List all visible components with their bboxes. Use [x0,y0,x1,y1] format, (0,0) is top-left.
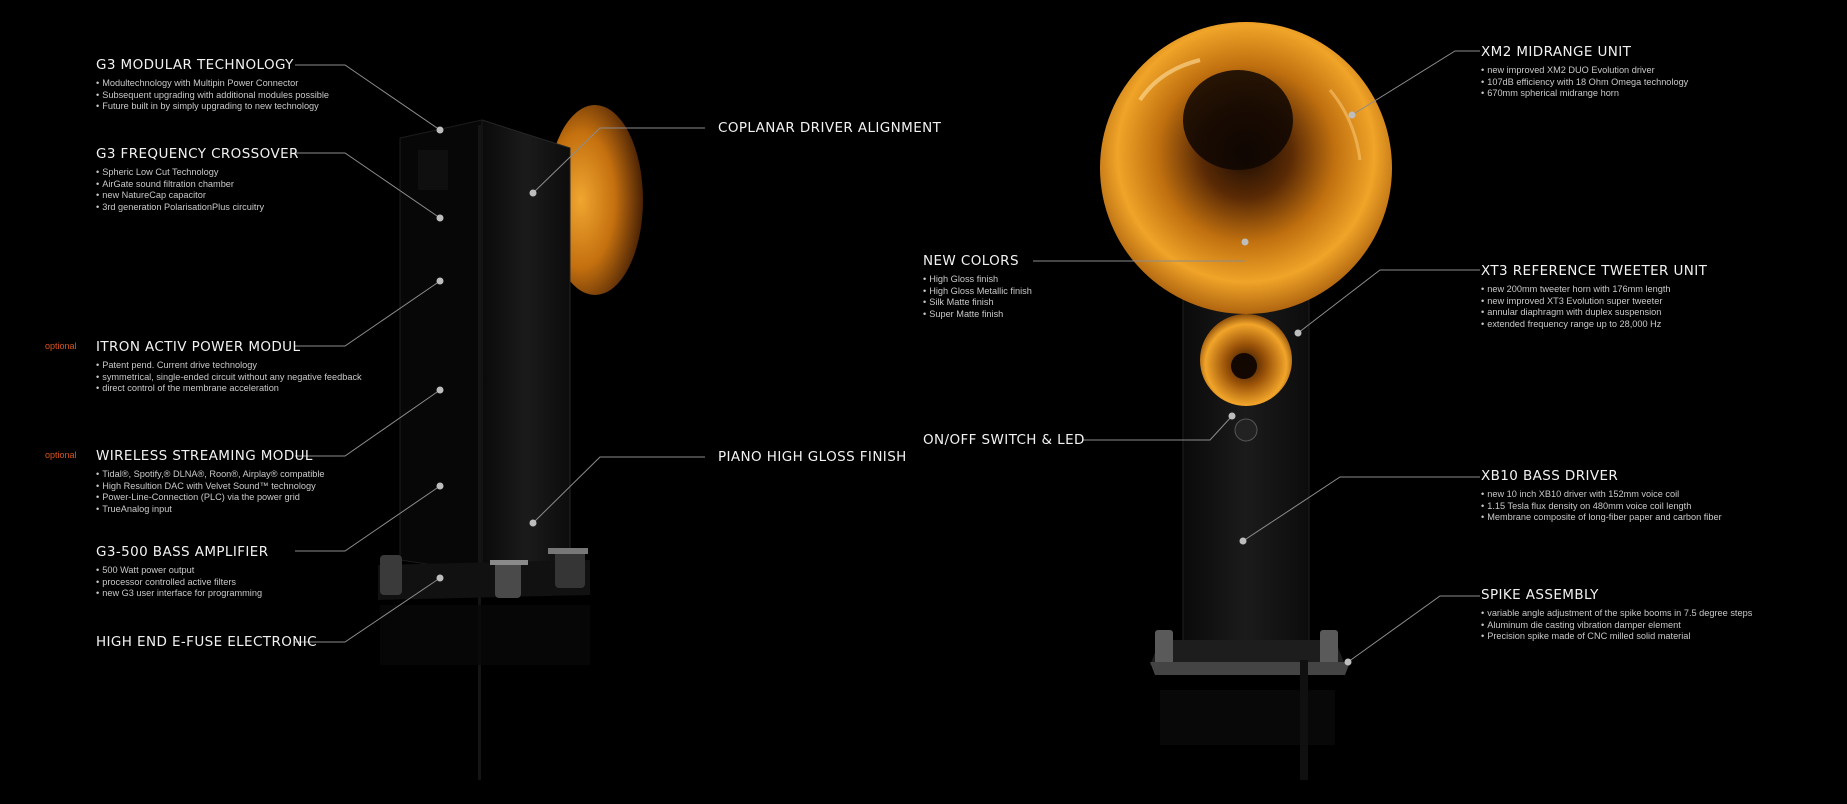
bullet: High Gloss finish [923,274,1032,286]
feature-new-colors: NEW COLORS High Gloss finish High Gloss … [923,253,1032,320]
feature-g3-crossover: G3 FREQUENCY CROSSOVER Spheric Low Cut T… [96,146,299,213]
bullet: 670mm spherical midrange horn [1481,88,1688,100]
feature-title: G3 FREQUENCY CROSSOVER [96,146,299,162]
bullet: Spheric Low Cut Technology [96,167,299,179]
bullet: 500 Watt power output [96,565,269,577]
feature-bullets: new 10 inch XB10 driver with 152mm voice… [1481,489,1722,524]
feature-title: G3 MODULAR TECHNOLOGY [96,57,294,73]
feature-coplanar: COPLANAR DRIVER ALIGNMENT [718,120,941,136]
bullet: Aluminum die casting vibration damper el… [1481,620,1752,632]
bullet: TrueAnalog input [96,504,325,516]
bullet: 1.15 Tesla flux density on 480mm voice c… [1481,501,1722,513]
bullet: 107dB efficiency with 18 Ohm Omega techn… [1481,77,1688,89]
bullet: Patent pend. Current drive technology [96,360,362,372]
feature-title: COPLANAR DRIVER ALIGNMENT [718,120,942,136]
feature-title: G3-500 BASS AMPLIFIER [96,544,269,560]
bullet: new 200mm tweeter horn with 176mm length [1481,284,1707,296]
feature-xt3-tweeter: XT3 REFERENCE TWEETER UNIT new 200mm twe… [1481,263,1707,330]
optional-tag: optional [45,341,77,351]
bullet: new G3 user interface for programming [96,588,269,600]
bullet: 3rd generation PolarisationPlus circuitr… [96,202,299,214]
feature-e-fuse: HIGH END E-FUSE ELECTRONIC [96,634,317,650]
bullet: new improved XM2 DUO Evolution driver [1481,65,1688,77]
feature-bullets: High Gloss finish High Gloss Metallic fi… [923,274,1032,320]
feature-title: XT3 REFERENCE TWEETER UNIT [1481,263,1708,279]
bullet: Modultechnology with Multipin Power Conn… [96,78,329,90]
bullet: direct control of the membrane accelerat… [96,383,362,395]
bullet: High Resultion DAC with Velvet Sound™ te… [96,481,325,493]
bullet: Precision spike made of CNC milled solid… [1481,631,1752,643]
callout-lines [295,50,1480,663]
feature-g3-modular: G3 MODULAR TECHNOLOGY Modultechnology wi… [96,57,329,113]
right-speaker [1100,22,1392,780]
bullet: Power-Line-Connection (PLC) via the powe… [96,492,325,504]
bullet: Silk Matte finish [923,297,1032,309]
bullet: variable angle adjustment of the spike b… [1481,608,1752,620]
feature-title: XB10 BASS DRIVER [1481,468,1619,484]
left-speaker-horn [547,105,643,295]
bullet: new improved XT3 Evolution super tweeter [1481,296,1707,308]
feature-title: ITRON ACTIV POWER MODUL [96,339,301,355]
feature-bass-amplifier: G3-500 BASS AMPLIFIER 500 Watt power out… [96,544,269,600]
feature-bullets: Patent pend. Current drive technology sy… [96,360,362,395]
bullet: new NatureCap capacitor [96,190,299,202]
feature-spike-assembly: SPIKE ASSEMBLY variable angle adjustment… [1481,587,1752,643]
feature-bullets: variable angle adjustment of the spike b… [1481,608,1752,643]
feature-title: NEW COLORS [923,253,1019,269]
feature-bullets: Modultechnology with Multipin Power Conn… [96,78,329,113]
feature-title: SPIKE ASSEMBLY [1481,587,1599,603]
bullet: processor controlled active filters [96,577,269,589]
feature-bullets: Tidal®, Spotify,® DLNA®, Roon®, Airplay®… [96,469,325,516]
bullet: annular diaphragm with duplex suspension [1481,307,1707,319]
optional-tag: optional [45,450,77,460]
bullet: Membrane composite of long-fiber paper a… [1481,512,1721,524]
bullet: new 10 inch XB10 driver with 152mm voice… [1481,489,1722,501]
feature-xm2-midrange: XM2 MIDRANGE UNIT new improved XM2 DUO E… [1481,44,1688,100]
bullet: AirGate sound filtration chamber [96,179,299,191]
feature-bullets: new improved XM2 DUO Evolution driver 10… [1481,65,1688,100]
feature-bullets: new 200mm tweeter horn with 176mm length… [1481,284,1707,330]
bullet: symmetrical, single-ended circuit withou… [96,372,361,384]
feature-title: WIRELESS STREAMING MODUL [96,448,313,464]
bullet: Subsequent upgrading with additional mod… [96,90,329,102]
feature-title: PIANO HIGH GLOSS FINISH [718,449,907,465]
feature-itron-power: ITRON ACTIV POWER MODUL Patent pend. Cur… [96,339,362,395]
bullet: Tidal®, Spotify,® DLNA®, Roon®, Airplay®… [96,469,324,481]
bullet: extended frequency range up to 28,000 Hz [1481,319,1707,331]
bullet: High Gloss Metallic finish [923,286,1032,298]
feature-bullets: 500 Watt power output processor controll… [96,565,269,600]
bullet: Future built in by simply upgrading to n… [96,101,329,113]
feature-title: XM2 MIDRANGE UNIT [1481,44,1632,60]
callout-dots [436,111,1356,666]
feature-bullets: Spheric Low Cut Technology AirGate sound… [96,167,299,213]
feature-onoff-switch: ON/OFF SWITCH & LED [923,432,1085,448]
bullet: Super Matte finish [923,309,1032,321]
feature-title: ON/OFF SWITCH & LED [923,432,1085,448]
feature-xb10-bass: XB10 BASS DRIVER new 10 inch XB10 driver… [1481,468,1722,524]
feature-piano-gloss: PIANO HIGH GLOSS FINISH [718,449,907,465]
left-speaker [378,105,643,780]
feature-wireless-streaming: WIRELESS STREAMING MODUL Tidal®, Spotify… [96,448,325,515]
feature-title: HIGH END E-FUSE ELECTRONIC [96,634,317,650]
